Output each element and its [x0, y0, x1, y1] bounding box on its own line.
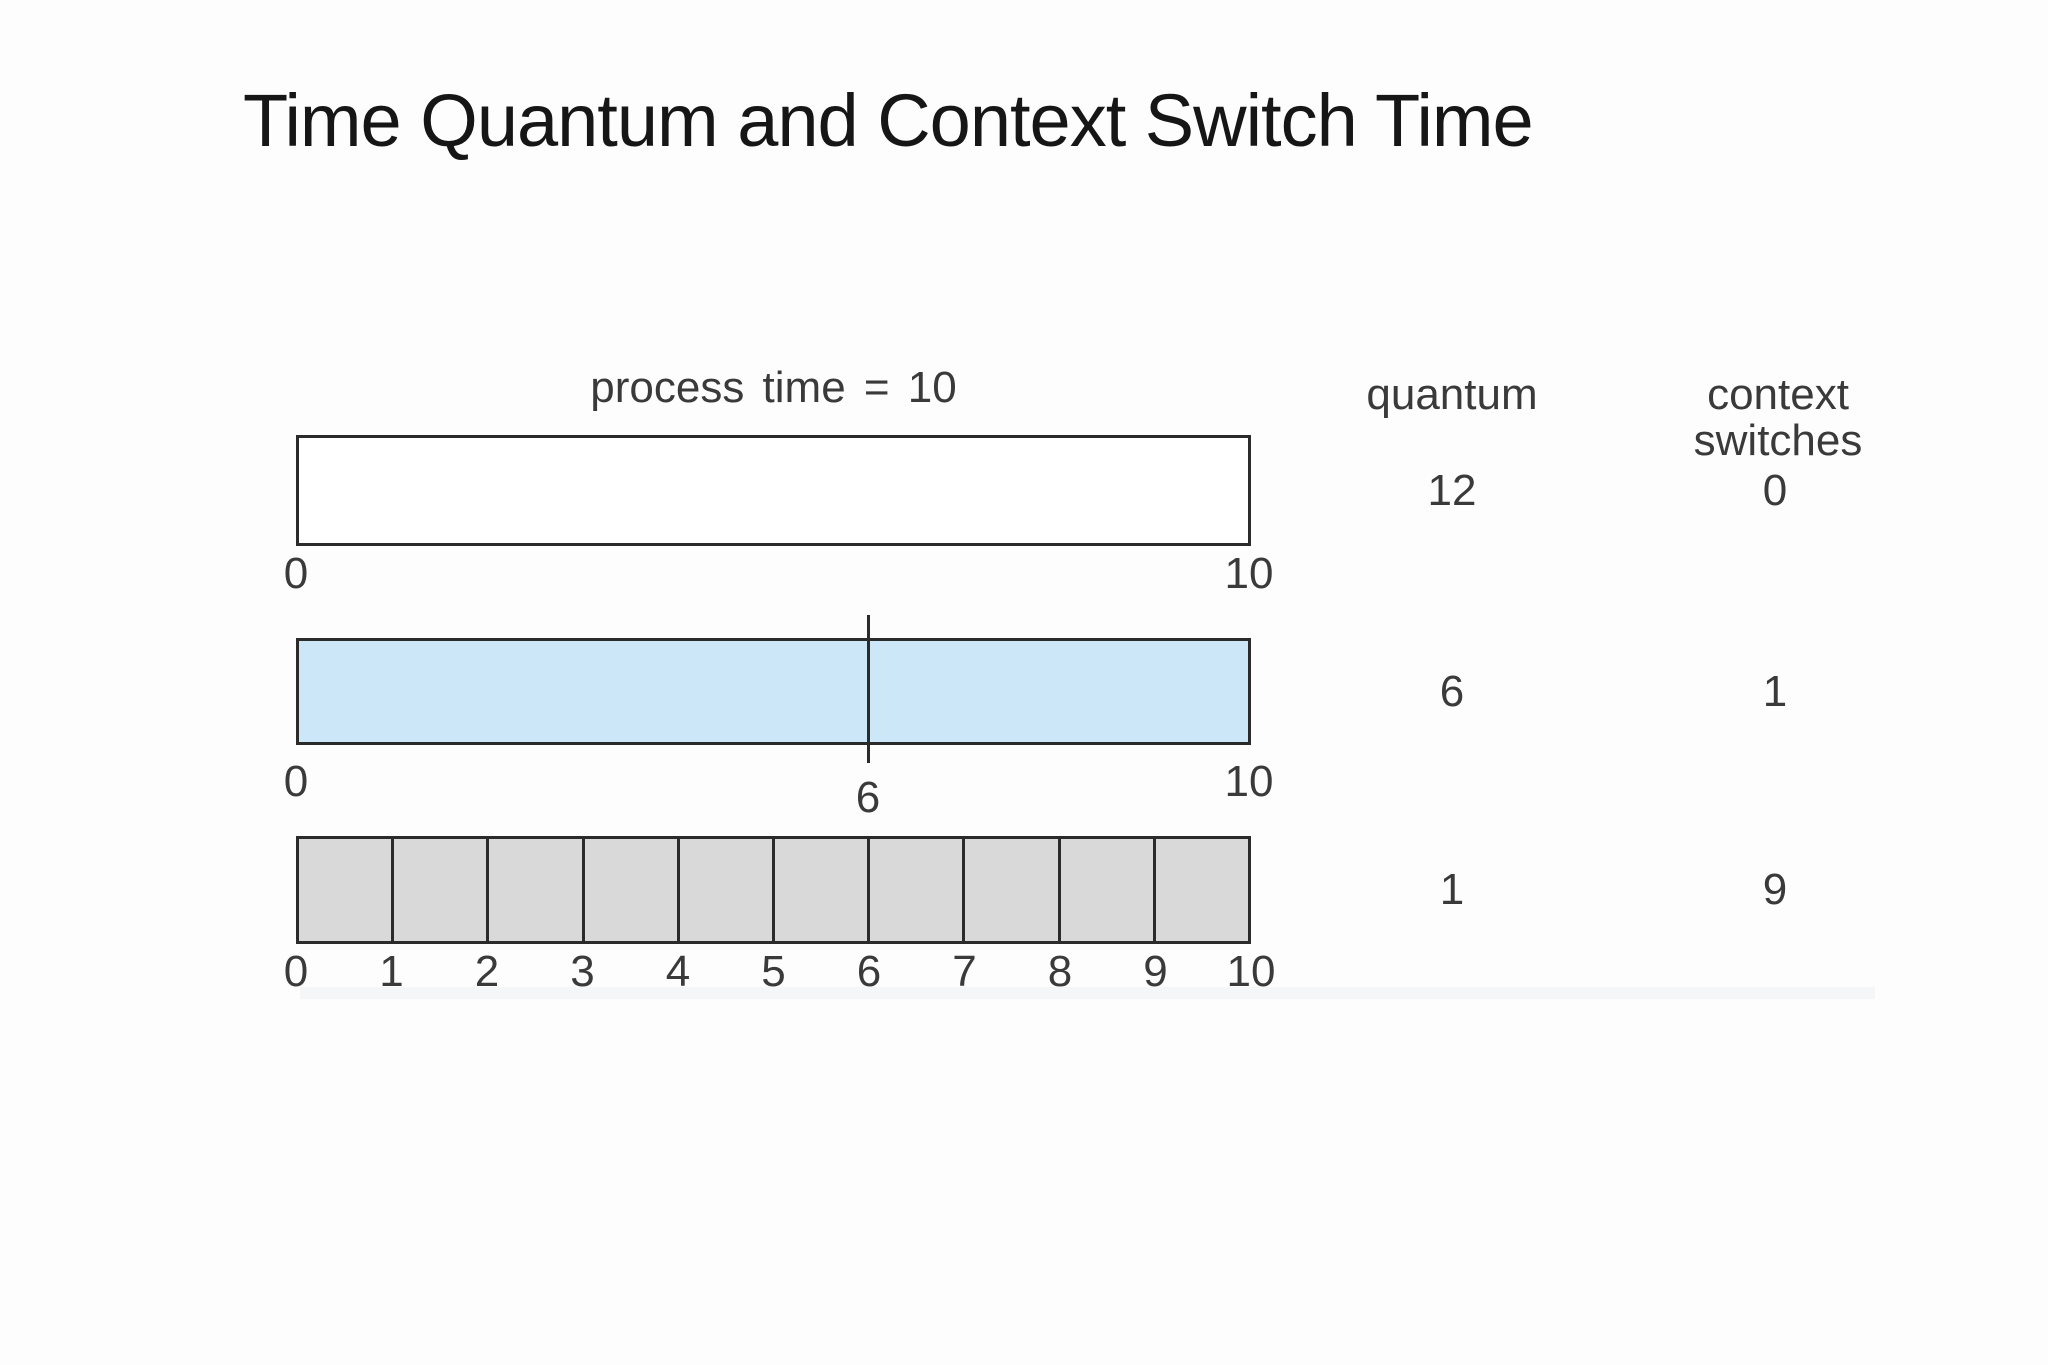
quantum-cell: [965, 839, 1061, 941]
bar3-tick-label: 10: [1226, 947, 1276, 996]
bar3-tick-label: 8: [1047, 947, 1073, 996]
context-switches-value-row3: 9: [1762, 865, 1788, 914]
bar-quantum-1: [296, 836, 1251, 944]
quantum-cell: [299, 839, 395, 941]
bar1-end-label: 10: [1224, 549, 1274, 598]
quantum-cell: [394, 839, 490, 941]
bar2-mid-label: 6: [855, 773, 881, 822]
quantum-cell: [1061, 839, 1156, 941]
bar3-tick-label: 0: [283, 947, 309, 996]
bar1-start-label: 0: [283, 549, 309, 598]
quantum-value-row3: 1: [1439, 865, 1465, 914]
bar3-tick-label: 6: [856, 947, 882, 996]
quantum-divider-line: [867, 615, 870, 763]
quantum-cell: [489, 839, 585, 941]
context-switches-column-header: context switches: [1658, 372, 1898, 464]
slide-title: Time Quantum and Context Switch Time: [243, 79, 1534, 162]
process-time-caption: process time = 10: [590, 363, 957, 412]
context-header-line1: context: [1707, 370, 1849, 419]
quantum-value-row1: 12: [1427, 465, 1477, 515]
quantum-column-header: quantum: [1366, 370, 1538, 419]
bar3-tick-label: 7: [952, 947, 977, 996]
bar3-tick-label: 9: [1143, 947, 1168, 996]
context-switches-value-row1: 0: [1762, 465, 1788, 515]
quantum-cell: [1156, 839, 1248, 941]
bar3-tick-label: 4: [665, 947, 691, 996]
bar-quantum-12: [296, 435, 1251, 546]
bar3-tick-label: 5: [761, 947, 786, 996]
bar3-tick-label: 1: [379, 947, 404, 996]
quantum-cell: [775, 839, 871, 941]
quantum-cell: [870, 839, 966, 941]
bar3-tick-label: 3: [570, 947, 595, 996]
quantum-cell: [680, 839, 776, 941]
context-header-line2: switches: [1693, 416, 1863, 465]
bar-quantum-6: [296, 638, 1251, 745]
quantum-value-row2: 6: [1439, 666, 1465, 716]
faint-artifact-band: [300, 987, 1875, 999]
bar2-end-label: 10: [1224, 757, 1274, 806]
bar2-start-label: 0: [283, 757, 309, 806]
quantum-cell: [585, 839, 680, 941]
context-switches-value-row2: 1: [1762, 666, 1788, 716]
bar3-tick-label: 2: [474, 947, 500, 996]
